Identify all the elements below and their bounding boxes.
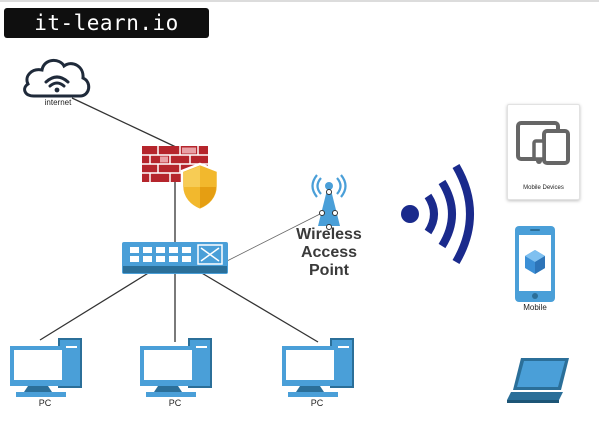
mobile-devices-card: Mobile Devices xyxy=(507,104,580,200)
network-switch-icon xyxy=(122,242,228,274)
mobile-devices-icon xyxy=(516,121,570,165)
mobile-label: Mobile xyxy=(523,303,547,312)
link-internet-firewall xyxy=(71,97,179,149)
link-switch-pc-3 xyxy=(199,271,319,343)
security-shield-icon xyxy=(180,162,220,212)
mobile-devices-label: Mobile Devices xyxy=(523,185,564,191)
wireless-access-point-label: Wireless Access Point xyxy=(296,226,362,279)
cloud-wifi-icon xyxy=(23,59,91,98)
desktop-pc-icon xyxy=(282,338,354,397)
pc-label-2: PC xyxy=(168,398,182,408)
wireless-access-point-icon xyxy=(311,174,347,230)
link-switch-wap xyxy=(224,212,323,263)
pc-label-3: PC xyxy=(310,398,324,408)
smartphone-icon xyxy=(515,226,555,302)
pc-label-1: PC xyxy=(38,398,52,408)
link-switch-pc-1 xyxy=(39,271,151,341)
top-border-line xyxy=(0,0,599,2)
brand-banner: it-learn.io xyxy=(4,8,209,38)
desktop-pc-icon xyxy=(140,338,212,397)
wifi-signal-icon xyxy=(401,163,474,265)
desktop-pc-icon xyxy=(10,338,82,397)
laptop-icon xyxy=(507,358,569,403)
internet-label: internet xyxy=(44,98,72,107)
